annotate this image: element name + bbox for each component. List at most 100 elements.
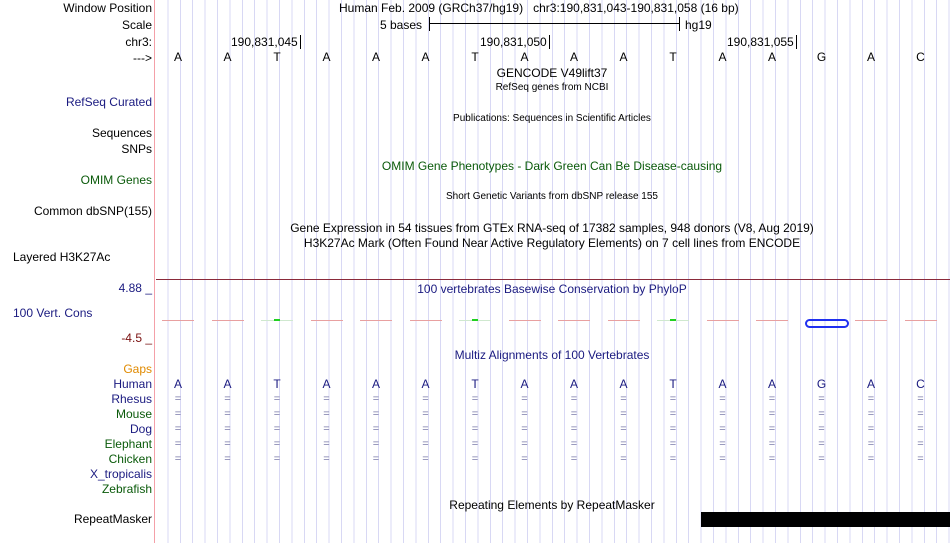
align-match: =: [224, 393, 231, 405]
gtex-title: Gene Expression in 54 tissues from GTEx …: [290, 221, 814, 235]
multiz-title: Multiz Alignments of 100 Vertebrates: [454, 348, 650, 362]
align-match: =: [174, 438, 182, 450]
align-match: =: [273, 423, 281, 435]
cons-bar: [409, 320, 442, 321]
align-match: =: [719, 408, 726, 420]
align-match: =: [521, 393, 528, 405]
human-base: C: [916, 377, 925, 391]
label-species[interactable]: Mouse: [115, 407, 152, 421]
align-match: =: [570, 453, 578, 465]
label-species[interactable]: Chicken: [108, 452, 152, 466]
label-sequences[interactable]: Sequences: [91, 126, 152, 140]
tick-1: 190,831,045: [231, 35, 301, 49]
repeat-element[interactable]: [701, 512, 950, 527]
scale-bar: [429, 17, 680, 31]
cons-bar: [310, 320, 343, 321]
cons-max: 4.88 _: [118, 281, 152, 295]
align-match: =: [323, 408, 330, 420]
label-omim[interactable]: OMIM Genes: [80, 173, 152, 187]
align-match: =: [422, 393, 429, 405]
align-match: =: [669, 438, 677, 450]
align-match: =: [422, 423, 429, 435]
align-match: =: [768, 408, 776, 420]
align-match: =: [174, 453, 182, 465]
align-match: =: [768, 453, 776, 465]
align-match: =: [867, 423, 875, 435]
align-match: =: [273, 408, 281, 420]
align-match: =: [174, 423, 182, 435]
base: T: [669, 50, 677, 64]
align-match: =: [818, 393, 825, 405]
align-match: =: [174, 393, 182, 405]
rmsk-title: Repeating Elements by RepeatMasker: [449, 498, 655, 512]
base: T: [471, 50, 479, 64]
align-match: =: [174, 408, 182, 420]
align-match: =: [818, 408, 825, 420]
human-base: A: [569, 377, 579, 391]
assembly-title: Human Feb. 2009 (GRCh37/hg19) chr3:190,8…: [339, 1, 739, 15]
h3k-title: H3K27Ac Mark (Often Found Near Active Re…: [303, 236, 801, 250]
align-match: =: [224, 423, 231, 435]
align-match: =: [471, 423, 479, 435]
label-cons[interactable]: 100 Vert. Cons: [13, 306, 93, 320]
label-gaps[interactable]: Gaps: [123, 362, 152, 376]
label-snps[interactable]: SNPs: [121, 142, 152, 156]
human-base: T: [273, 377, 281, 391]
align-match: =: [917, 423, 924, 435]
label-h3k27ac[interactable]: Layered H3K27Ac: [13, 250, 111, 264]
align-match: =: [570, 393, 578, 405]
align-match: =: [917, 453, 924, 465]
label-chr: chr3:: [125, 35, 152, 49]
label-species[interactable]: Dog: [129, 422, 152, 436]
align-match: =: [273, 453, 281, 465]
scale-label: 5 bases: [380, 18, 423, 32]
align-match: =: [521, 453, 528, 465]
align-match: =: [719, 438, 726, 450]
align-match: =: [372, 408, 380, 420]
label-species[interactable]: Rhesus: [111, 392, 152, 406]
align-match: =: [669, 423, 677, 435]
align-match: =: [719, 393, 726, 405]
assembly: Human Feb. 2009 (GRCh37/hg19): [339, 1, 524, 15]
label-species[interactable]: Zebrafish: [101, 482, 152, 496]
cons-bar: [261, 319, 293, 321]
cons-bar: [360, 320, 392, 321]
align-match: =: [818, 453, 825, 465]
label-species[interactable]: Elephant: [104, 437, 152, 451]
label-scale: Scale: [121, 18, 152, 32]
cons-bar: [904, 320, 937, 321]
base: A: [767, 50, 777, 64]
align-match: =: [768, 423, 776, 435]
label-species[interactable]: X_tropicalis: [89, 467, 152, 481]
label-species[interactable]: Human: [113, 377, 152, 391]
cons-bar: [657, 319, 689, 321]
align-match: =: [224, 438, 231, 450]
align-match: =: [521, 408, 528, 420]
align-match: =: [521, 438, 528, 450]
label-repeatmasker[interactable]: RepeatMasker: [73, 512, 152, 526]
align-match: =: [768, 393, 776, 405]
align-match: =: [273, 438, 281, 450]
phylop-title: 100 vertebrates Basewise Conservation by…: [417, 282, 687, 296]
cons-bar: [558, 320, 590, 321]
align-match: =: [570, 408, 578, 420]
pubs-title: Publications: Sequences in Scientific Ar…: [453, 113, 651, 124]
align-match: =: [471, 408, 479, 420]
label-dbsnp[interactable]: Common dbSNP(155): [33, 204, 152, 218]
align-match: =: [669, 453, 677, 465]
base: A: [173, 50, 183, 64]
cons-bar: [855, 320, 887, 321]
tick-3: 190,831,055: [727, 35, 797, 49]
align-match: =: [620, 438, 627, 450]
tick-2: 190,831,050: [480, 35, 550, 49]
align-match: =: [917, 438, 924, 450]
align-match: =: [422, 453, 429, 465]
align-match: =: [620, 408, 627, 420]
align-match: =: [372, 423, 380, 435]
label-refseq[interactable]: RefSeq Curated: [65, 95, 152, 109]
align-match: =: [323, 453, 330, 465]
align-match: =: [372, 438, 380, 450]
label-window-position: Window Position: [63, 1, 152, 15]
base: A: [619, 50, 628, 64]
align-match: =: [669, 408, 677, 420]
